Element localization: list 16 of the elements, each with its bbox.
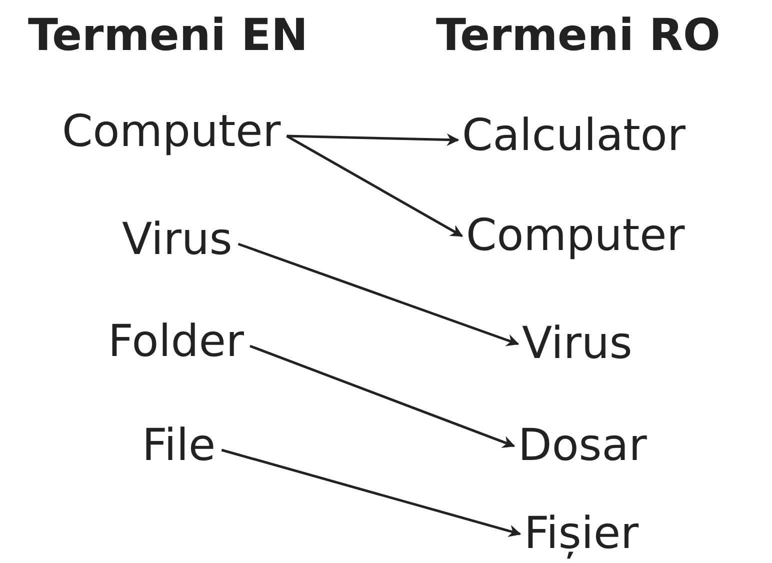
term-text: Calculator xyxy=(462,110,686,162)
arrow xyxy=(238,242,520,346)
arrow xyxy=(286,134,464,238)
term-text: Fișier xyxy=(524,508,639,560)
term-text: Virus xyxy=(522,318,632,370)
column-heading: Termeni EN xyxy=(28,9,308,63)
term-text: File xyxy=(142,420,216,472)
arrow xyxy=(250,344,516,448)
term-text: Virus xyxy=(122,214,232,266)
term-text: Folder xyxy=(108,316,244,368)
term-text: Computer xyxy=(62,106,281,158)
arrow xyxy=(286,134,460,146)
arrow xyxy=(221,448,522,537)
column-heading: Termeni RO xyxy=(436,9,720,63)
term-text: Dosar xyxy=(518,420,647,472)
term-text: Computer xyxy=(466,210,685,262)
